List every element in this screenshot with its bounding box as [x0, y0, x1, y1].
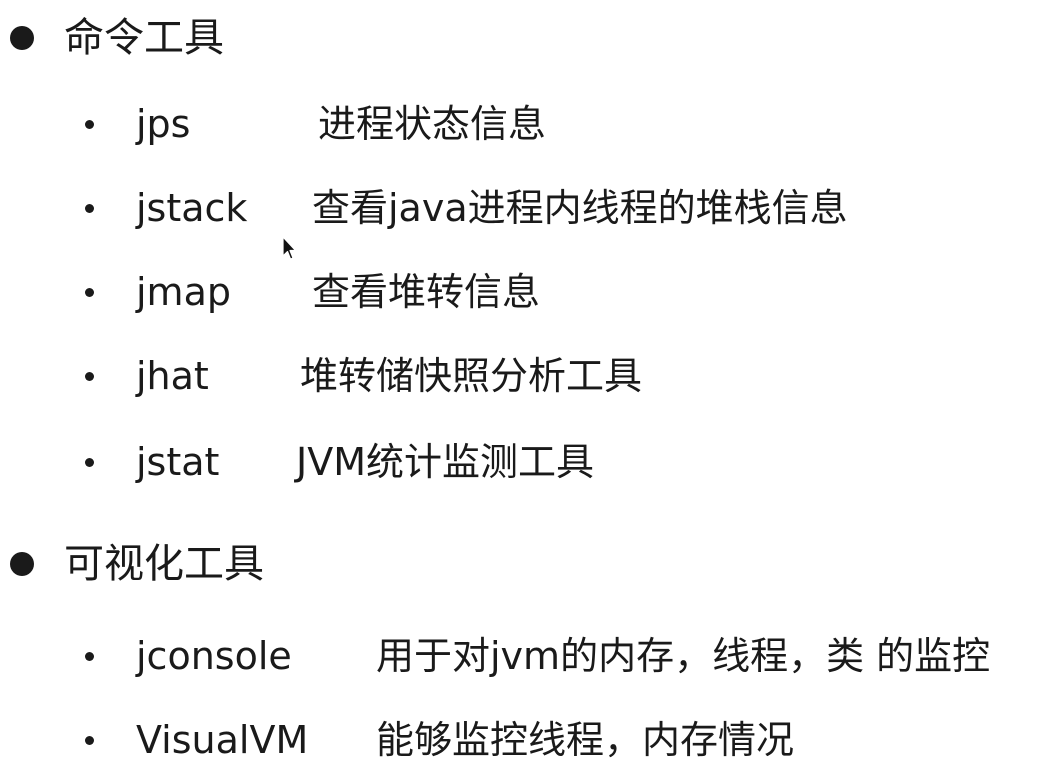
- section-command-tools: 命令工具: [10, 8, 224, 68]
- section-title: 命令工具: [64, 15, 224, 61]
- command-description: 进程状态信息: [318, 102, 547, 146]
- command-description: 用于对jvm的内存，线程，类 的监控: [376, 634, 991, 678]
- command-description: 堆转储快照分析工具: [300, 354, 643, 398]
- list-item-visualvm: VisualVM 能够监控线程，内存情况: [80, 710, 794, 770]
- command-description: 能够监控线程，内存情况: [376, 718, 795, 762]
- bullet-dot-icon: [10, 552, 34, 576]
- section-title: 可视化工具: [64, 541, 264, 587]
- command-description: JVM统计监测工具: [296, 440, 594, 484]
- list-item-jmap: jmap 查看堆转信息: [80, 262, 540, 322]
- list-item-jstack: jstack 查看java进程内线程的堆栈信息: [80, 178, 848, 238]
- bullet-dot-icon: [85, 735, 94, 745]
- command-name: jstack: [136, 186, 248, 230]
- bullet-dot-icon: [85, 371, 94, 381]
- list-item-jhat: jhat 堆转储快照分析工具: [80, 346, 642, 406]
- bullet-dot-icon: [85, 203, 94, 213]
- command-name: jps: [136, 102, 191, 146]
- bullet-dot-icon: [10, 26, 34, 50]
- bullet-dot-icon: [85, 651, 94, 661]
- bullet-dot-icon: [85, 457, 94, 467]
- list-item-jstat: jstat JVM统计监测工具: [80, 432, 594, 492]
- bullet-dot-icon: [85, 287, 94, 297]
- bullet-dot-icon: [85, 119, 94, 129]
- section-visual-tools: 可视化工具: [10, 534, 264, 594]
- command-name: jstat: [136, 440, 220, 484]
- command-description: 查看java进程内线程的堆栈信息: [312, 186, 848, 230]
- command-description: 查看堆转信息: [312, 270, 541, 314]
- command-name: jmap: [136, 270, 231, 314]
- list-item-jps: jps 进程状态信息: [80, 94, 546, 154]
- command-name: jhat: [136, 354, 209, 398]
- list-item-jconsole: jconsole 用于对jvm的内存，线程，类 的监控: [80, 626, 990, 686]
- command-name: VisualVM: [136, 718, 309, 762]
- mouse-pointer-icon: [282, 236, 296, 260]
- command-name: jconsole: [136, 634, 292, 678]
